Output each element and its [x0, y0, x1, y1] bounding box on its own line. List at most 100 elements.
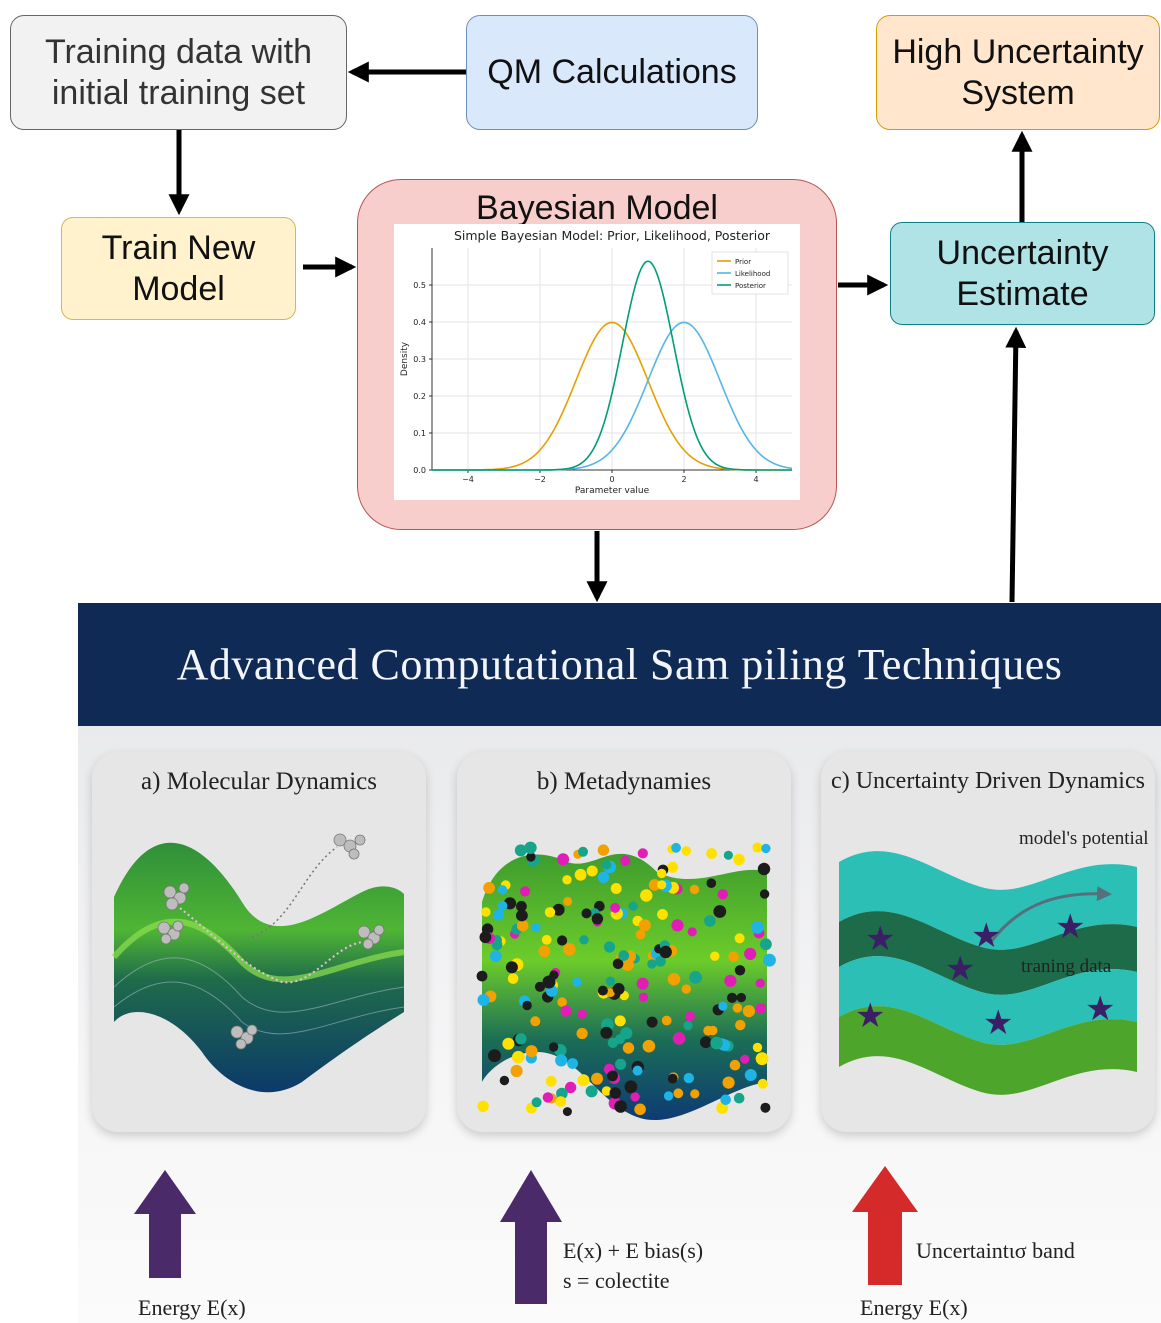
bias-particle: [538, 945, 551, 958]
bias-particle: [614, 1100, 627, 1113]
star-icon: ★: [971, 916, 1001, 956]
bias-particle: [632, 1065, 643, 1076]
x-tick-label: 4: [753, 475, 758, 484]
bias-particle: [760, 1102, 771, 1113]
bias-particle: [663, 1091, 674, 1101]
bias-particle: [630, 1092, 640, 1102]
bias-particle: [560, 1005, 572, 1017]
x-tick-label: 0: [609, 475, 614, 484]
bias-particle: [603, 941, 616, 953]
bias-particle: [541, 934, 552, 945]
bias-particle: [672, 1032, 686, 1045]
bias-particle: [657, 868, 667, 879]
bias-particle: [499, 1075, 510, 1086]
bias-particle: [671, 919, 684, 932]
train-new-model-box: Train New Model: [61, 217, 296, 320]
bias-particle: [673, 1088, 684, 1099]
bias-particle: [618, 950, 630, 961]
bias-particle: [605, 976, 616, 986]
bias-particle: [751, 921, 764, 934]
bias-particle: [516, 919, 529, 932]
bias-particle: [667, 972, 681, 986]
bias-particle: [733, 1092, 745, 1104]
bias-particle: [700, 1036, 712, 1049]
bias-particle: [562, 875, 572, 885]
bias-particle: [607, 1070, 618, 1082]
panel-uncertainty-driven: c) Uncertainty Driven Dynamics ★ ★ ★ ★ ★…: [821, 752, 1155, 1132]
bias-particle: [531, 923, 541, 933]
bias-particle: [657, 880, 667, 890]
bias-particle: [600, 1026, 613, 1039]
uncertainty-estimate-label: Uncertainty Estimate: [936, 233, 1109, 313]
star-icon: ★: [865, 919, 895, 959]
bias-particle: [734, 965, 746, 976]
bias-particle: [577, 1009, 587, 1019]
bias-particle: [689, 971, 702, 984]
bias-particle: [526, 852, 536, 862]
bayesian-chart: Simple Bayesian Model: Prior, Likelihood…: [400, 228, 793, 496]
bias-particle: [729, 1059, 741, 1071]
bias-particle: [687, 927, 697, 937]
bias-particle: [563, 896, 573, 906]
bias-particle: [579, 935, 589, 945]
bias-particle: [706, 878, 717, 888]
bias-particle: [557, 997, 567, 1007]
y-tick-label: 0.2: [413, 392, 426, 401]
bias-particle: [555, 1054, 568, 1067]
bias-particle: [655, 955, 666, 967]
bias-particle: [752, 1042, 763, 1053]
bias-particle: [477, 1100, 489, 1112]
bias-particle: [681, 984, 691, 994]
bias-particle: [642, 1039, 656, 1053]
bias-particle: [727, 992, 738, 1003]
legend-label: Prior: [735, 258, 751, 266]
bias-particle: [671, 842, 681, 853]
high-uncertainty-box: High Uncertainty System: [876, 15, 1160, 130]
bias-particle: [735, 1019, 746, 1031]
bias-particle: [717, 889, 728, 900]
bias-particle: [555, 1096, 567, 1107]
bias-particle: [759, 889, 770, 899]
bias-particle: [479, 931, 492, 944]
bias-particle: [760, 938, 772, 951]
bias-particle: [684, 1011, 695, 1022]
bias-particle: [635, 929, 646, 940]
metadynamics-illustration: [476, 841, 776, 1121]
uncertainty-estimate-box: Uncertainty Estimate: [890, 222, 1155, 325]
bias-particle: [667, 861, 679, 873]
y-tick-label: 0.3: [413, 355, 426, 364]
bias-particle: [667, 1073, 678, 1084]
bias-particle: [710, 951, 720, 961]
bias-particle: [576, 1027, 588, 1040]
bias-particle: [567, 1058, 578, 1069]
bias-particle: [710, 1036, 723, 1050]
bias-particle: [742, 1005, 755, 1018]
bias-particle: [602, 860, 612, 870]
bias-particle: [597, 844, 610, 856]
bias-particle: [683, 1072, 694, 1084]
bias-particle: [581, 908, 592, 919]
bias-particle: [522, 1000, 532, 1011]
bias-particle: [548, 1042, 559, 1052]
x-tick-label: 2: [681, 475, 686, 484]
bias-particle: [597, 871, 610, 884]
training-data-box: Training data with initial training set: [10, 15, 347, 130]
bias-particle: [530, 1016, 541, 1027]
uncertainty-bands-illustration: ★ ★ ★ ★ ★ ★ ★ model's potential traning …: [839, 828, 1149, 1095]
energy-arrow-b-icon: [500, 1170, 562, 1304]
y-tick-label: 0.4: [413, 318, 426, 327]
star-icon: ★: [983, 1003, 1013, 1043]
chart-xlabel: Parameter value: [575, 486, 650, 496]
high-uncertainty-label: High Uncertainty System: [892, 32, 1144, 112]
bias-particle: [572, 977, 582, 987]
bias-particle: [505, 961, 518, 974]
bias-particle: [524, 841, 537, 854]
bias-particle: [614, 1015, 626, 1027]
bias-particle: [563, 943, 576, 956]
bias-particle: [515, 1033, 527, 1045]
bias-particle: [542, 1092, 554, 1103]
caption-b-line2: s = colectite: [563, 1268, 670, 1293]
bias-particle: [722, 1076, 735, 1089]
bias-particle: [763, 953, 776, 967]
